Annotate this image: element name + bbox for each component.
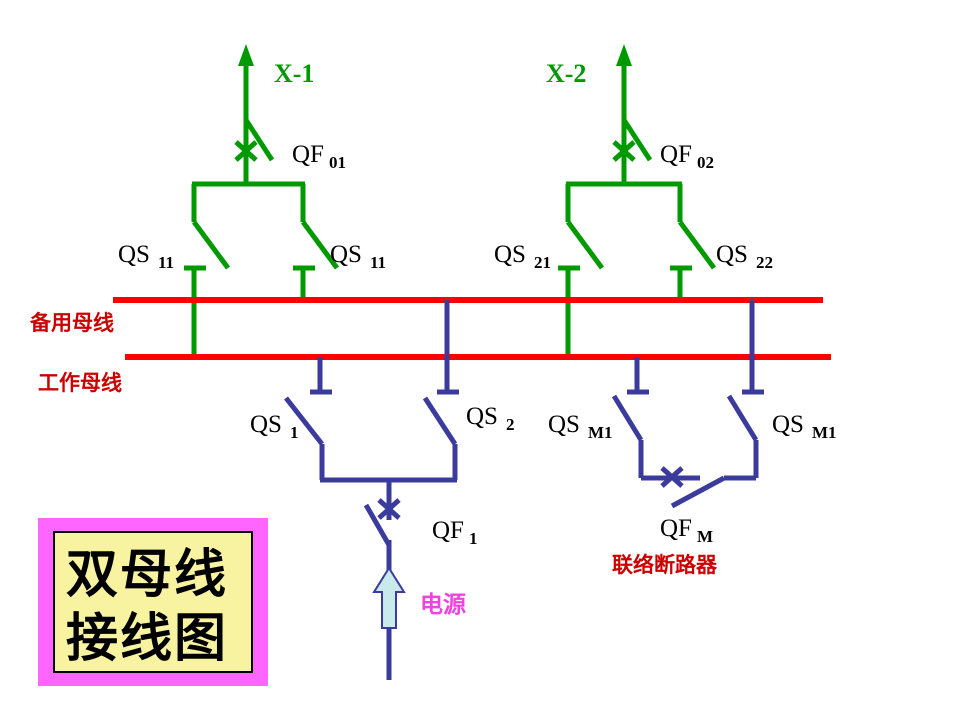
svg-text:11: 11 <box>158 253 174 272</box>
outgoing-arrow-x2 <box>616 44 632 66</box>
disconnector-qs21[interactable] <box>558 220 605 359</box>
label-disconnector-qs21: QS 21 <box>494 241 551 272</box>
label-busbar-working: 工作母线 <box>38 371 122 395</box>
label-breaker-qfm: QF M <box>660 515 713 546</box>
disconnector-qsm1-right-blade <box>726 394 759 442</box>
svg-text:M1: M1 <box>588 423 613 442</box>
disconnector-qs1[interactable] <box>284 357 332 480</box>
breaker-qf01-cross-b <box>234 140 258 162</box>
label-feeder-x1: X-1 <box>274 59 314 88</box>
disconnector-qs11-left-blade <box>191 220 231 270</box>
breaker-qf02-cross-b <box>612 140 636 162</box>
disconnector-qs11-right-blade <box>300 220 340 270</box>
label-power-source: 电源 <box>420 592 466 618</box>
label-disconnector-qsm1-right: QS M1 <box>772 411 837 442</box>
svg-text:2: 2 <box>506 415 515 434</box>
power-source-arrow <box>372 566 406 629</box>
bus-tie-bay <box>611 300 764 509</box>
svg-text:M: M <box>697 527 713 546</box>
svg-text:QS: QS <box>548 411 580 438</box>
breaker-qf02-blade <box>621 118 653 162</box>
feeder-bay-x1 <box>184 44 340 359</box>
disconnector-qs1-blade <box>284 396 324 446</box>
svg-text:QS: QS <box>118 241 150 268</box>
svg-text:1: 1 <box>290 423 299 442</box>
label-disconnector-qs11-right: QS 11 <box>330 241 386 272</box>
label-disconnector-qs2: QS 2 <box>466 403 515 434</box>
svg-text:QS: QS <box>466 403 498 430</box>
disconnector-qsm1-left[interactable] <box>611 357 649 478</box>
label-breaker-qf01: QF 01 <box>292 141 346 172</box>
source-bay <box>284 300 459 680</box>
label-feeder-x2: X-2 <box>546 59 586 88</box>
label-disconnector-qs22: QS 22 <box>716 241 773 272</box>
disconnector-qs11-left[interactable] <box>184 220 231 359</box>
label-tie-breaker-caption: 联络断路器 <box>612 553 718 577</box>
breaker-qfm-blade <box>670 475 726 509</box>
disconnector-qsm1-right[interactable] <box>726 300 764 478</box>
label-disconnector-qs11-left: QS 11 <box>118 241 174 272</box>
svg-text:QF: QF <box>432 517 464 544</box>
svg-text:01: 01 <box>329 153 346 172</box>
title-line-1: 双母线 <box>66 545 228 605</box>
disconnector-qs22[interactable] <box>670 220 717 302</box>
svg-text:QS: QS <box>330 241 362 268</box>
svg-text:QS: QS <box>250 411 282 438</box>
disconnector-qs21-blade <box>565 220 605 270</box>
breaker-qfm[interactable] <box>641 466 756 509</box>
disconnector-qs22-blade <box>677 220 717 270</box>
svg-text:QS: QS <box>716 241 748 268</box>
breaker-qfm-cross-b <box>660 466 684 488</box>
label-busbar-reserve: 备用母线 <box>29 311 114 335</box>
disconnector-qs2-blade <box>422 396 458 446</box>
svg-text:QF: QF <box>660 515 692 542</box>
label-disconnector-qsm1-left: QS M1 <box>548 411 613 442</box>
svg-text:M1: M1 <box>812 423 837 442</box>
svg-text:QF: QF <box>660 141 692 168</box>
breaker-qf1[interactable] <box>363 480 401 547</box>
svg-text:1: 1 <box>469 529 478 548</box>
svg-text:22: 22 <box>756 253 773 272</box>
svg-text:QS: QS <box>494 241 526 268</box>
outgoing-arrow-x1 <box>238 44 254 66</box>
disconnector-qsm1-left-blade <box>611 394 644 442</box>
breaker-qf1-cross-b <box>377 498 401 520</box>
label-disconnector-qs1: QS 1 <box>250 411 299 442</box>
disconnector-qs11-right[interactable] <box>293 220 340 302</box>
feeder-bay-x2 <box>558 44 717 359</box>
svg-text:21: 21 <box>534 253 551 272</box>
title-box-inner-panel <box>53 531 253 673</box>
svg-text:QS: QS <box>772 411 804 438</box>
title-line-2: 接线图 <box>66 609 228 669</box>
disconnector-qs2[interactable] <box>422 300 459 480</box>
label-breaker-qf02: QF 02 <box>660 141 714 172</box>
label-breaker-qf1: QF 1 <box>432 517 478 548</box>
svg-text:QF: QF <box>292 141 324 168</box>
svg-text:02: 02 <box>697 153 714 172</box>
svg-text:11: 11 <box>370 253 386 272</box>
breaker-qf1-blade <box>363 503 392 547</box>
breaker-qf01[interactable] <box>234 118 275 184</box>
breaker-qf02[interactable] <box>612 118 653 184</box>
breaker-qf01-blade <box>243 118 275 162</box>
title-box: 双母线 接线图 <box>38 518 268 686</box>
